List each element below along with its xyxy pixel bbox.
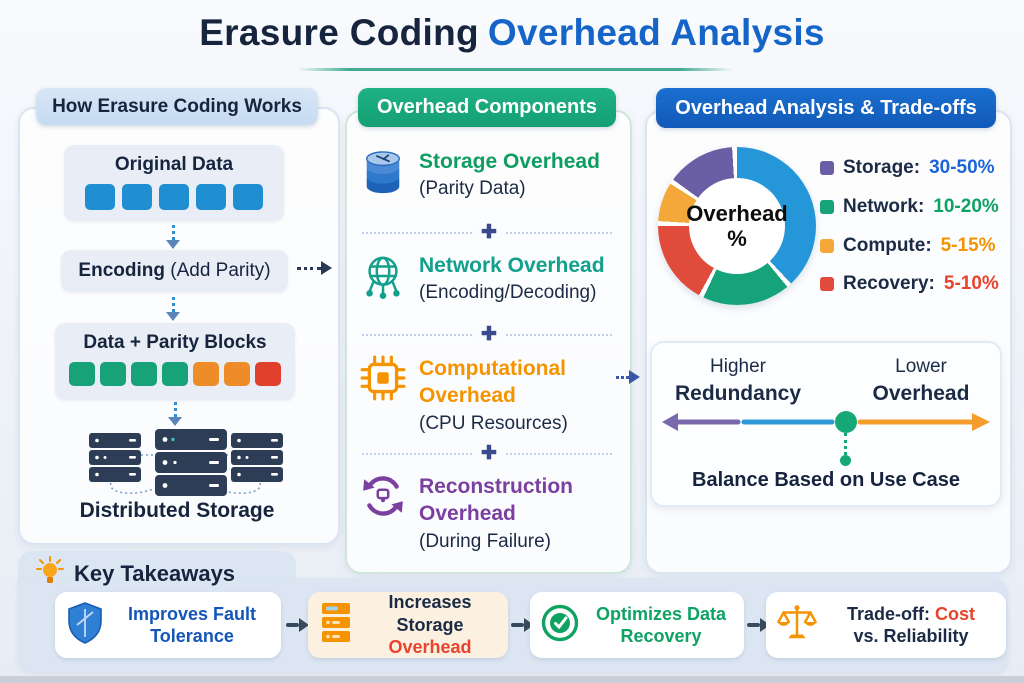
overhead-donut-chart: Overhead %: [658, 147, 816, 305]
arrow-down-icon: [166, 225, 182, 249]
title-accent: Overhead Analysis: [487, 12, 825, 53]
component-network-overhead: Network Overhead (Encoding/Decoding): [360, 252, 622, 307]
higher-redundancy-label: Higher Redundancy: [674, 356, 802, 405]
check-circle-icon: [540, 603, 580, 648]
shield-icon: [65, 601, 105, 650]
data-block: [233, 184, 263, 210]
data-block: [122, 184, 152, 210]
arrow-right-icon: [286, 618, 309, 632]
original-data-card: Original Data: [64, 145, 284, 221]
arrow-right-icon: [297, 261, 332, 275]
component-title: Network Overhead: [419, 254, 605, 277]
component-subtitle: (Encoding/Decoding): [419, 282, 597, 304]
distributed-servers-icon: [83, 427, 288, 504]
data-parity-blocks-card: Data + Parity Blocks: [55, 323, 295, 400]
arrow-down-icon: [168, 402, 184, 426]
data-block: [196, 184, 226, 210]
legend-item-network: Network: 10-20%: [820, 196, 999, 218]
data-block: [159, 184, 189, 210]
tradeoff-slider-icon: [652, 405, 1000, 444]
lightbulb-icon: [36, 556, 64, 592]
takeaway-data-recovery: Optimizes Data Recovery: [530, 592, 744, 658]
key-takeaways-header: Key Takeaways: [36, 556, 235, 592]
cpu-chip-icon: [360, 355, 408, 435]
component-subtitle: (Parity Data): [419, 178, 526, 200]
slider-dotted-line: [844, 433, 847, 455]
arrow-right-icon: [616, 370, 640, 384]
database-icon: [360, 148, 408, 205]
component-subtitle: (During Failure): [419, 530, 551, 552]
data-block: [69, 362, 95, 386]
arrow-right-icon: [511, 618, 534, 632]
storage-server-icon: [318, 601, 354, 650]
title-underline: [297, 68, 733, 71]
header-overhead-analysis-tradeoffs: Overhead Analysis & Trade-offs: [656, 88, 996, 128]
takeaway-storage-overhead: Increases Storage Overhead: [308, 592, 508, 658]
data-block: [193, 362, 219, 386]
data-block: [85, 184, 115, 210]
data-parity-blocks: [55, 362, 295, 386]
lower-overhead-label: Lower Overhead: [872, 356, 970, 405]
legend-item-compute: Compute: 5-15%: [820, 235, 996, 257]
header-overhead-components: Overhead Components: [358, 88, 616, 127]
data-block: [255, 362, 281, 386]
legend-item-recovery: Recovery: 5-10%: [820, 273, 999, 295]
storage-swatch-icon: [820, 161, 834, 175]
distributed-storage-label: Distributed Storage: [79, 499, 275, 522]
recovery-swatch-icon: [820, 277, 834, 291]
scales-icon: [776, 601, 818, 650]
encoding-card: Encoding (Add Parity): [61, 250, 288, 292]
title-main: Erasure Coding: [199, 12, 479, 53]
component-title: Computational Overhead: [419, 357, 566, 408]
globe-network-icon: [360, 252, 408, 307]
component-title: Storage Overhead: [419, 150, 600, 173]
arrow-down-icon: [166, 297, 182, 321]
data-block: [131, 362, 157, 386]
balance-caption: Balance Based on Use Case: [692, 469, 960, 491]
plus-icon: ✚: [474, 442, 504, 465]
data-block: [162, 362, 188, 386]
takeaway-cost-reliability: Trade-off: Cost vs. Reliability: [766, 592, 1006, 658]
data-block: [100, 362, 126, 386]
component-storage-overhead: Storage Overhead (Parity Data): [360, 148, 622, 205]
original-data-label: Original Data: [114, 154, 234, 175]
original-data-blocks: [64, 184, 284, 210]
encoding-label: Encoding: [78, 260, 165, 281]
component-computational-overhead: Computational Overhead (CPU Resources): [360, 355, 622, 435]
bottom-edge-strip: [0, 676, 1024, 683]
plus-icon: ✚: [474, 221, 504, 244]
data-parity-blocks-label: Data + Parity Blocks: [83, 332, 267, 353]
donut-center-label: Overhead %: [686, 178, 788, 274]
network-swatch-icon: [820, 200, 834, 214]
encoding-sublabel: (Add Parity): [170, 260, 271, 281]
tradeoff-card: Higher Redundancy Lower Overhead Balance…: [650, 341, 1002, 507]
data-block: [224, 362, 250, 386]
reconstruction-cycle-icon: [360, 473, 408, 553]
slider-dot-icon: [840, 455, 851, 466]
compute-swatch-icon: [820, 239, 834, 253]
component-title: Reconstruction Overhead: [419, 475, 574, 526]
takeaway-fault-tolerance: Improves Fault Tolerance: [55, 592, 281, 658]
arrow-right-icon: [747, 618, 770, 632]
legend-item-storage: Storage: 30-50%: [820, 157, 995, 179]
header-how-erasure-coding-works: How Erasure Coding Works: [36, 88, 318, 125]
component-reconstruction-overhead: Reconstruction Overhead (During Failure): [360, 473, 622, 553]
plus-icon: ✚: [474, 323, 504, 346]
component-subtitle: (CPU Resources): [419, 412, 568, 434]
